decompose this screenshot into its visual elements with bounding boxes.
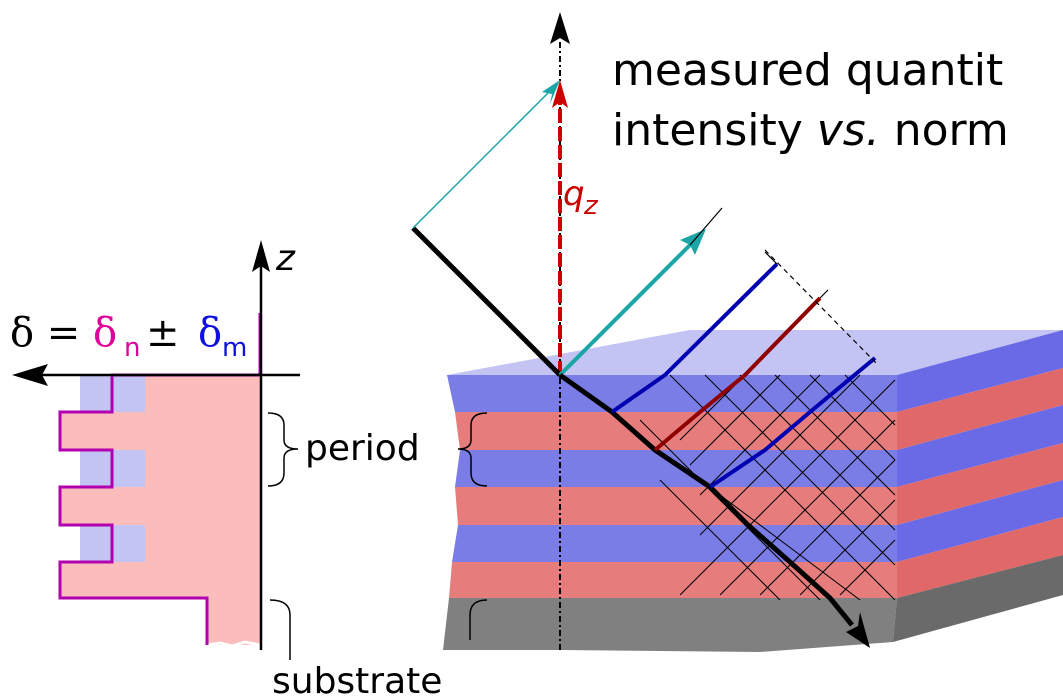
reflection-tip-1 [764, 251, 778, 265]
delta-symbol: δ [10, 310, 34, 356]
substrate-block [443, 598, 897, 652]
delta-m-symbol: δ [198, 310, 222, 356]
z-axis-arrow-icon [252, 240, 270, 272]
substrate-brace-right [469, 599, 488, 640]
side-red-3 [897, 517, 1063, 598]
reflected-extension [689, 207, 723, 246]
period-brace-left [267, 412, 299, 487]
delta-axis-arrow-icon [12, 364, 48, 386]
svg-text:δ = δ: δ = δ [10, 310, 117, 356]
profile-line [58, 313, 262, 645]
beams: q z [411, 12, 879, 650]
side-blue-1 [897, 330, 1063, 412]
qz-subscript: z [583, 191, 599, 221]
delta-n-subscript: n [124, 333, 140, 363]
sample-top-surface [447, 330, 1063, 375]
partial-reflection-3 [708, 356, 877, 489]
substrate-brace-left [269, 599, 291, 660]
pm-sign: ± [146, 310, 180, 356]
equals-sign: = [34, 310, 93, 356]
delta-equation: δ = δ n ± δ m [10, 310, 247, 363]
side-red-1 [897, 368, 1063, 450]
layer-blue-3 [452, 525, 897, 562]
side-red-2 [897, 443, 1063, 525]
scattering-length-profile: z δ = δ n ± δ m [10, 238, 300, 660]
reflection-tip-2 [819, 289, 829, 299]
profile-fill-red [60, 375, 260, 645]
title-line-1: measured quantit [612, 45, 1003, 96]
qz-arrow-icon [552, 80, 568, 108]
incident-beam [411, 226, 562, 377]
construction-arrow-icon [542, 80, 560, 104]
delta-n-symbol: δ [93, 310, 117, 356]
interference-mesh [639, 374, 896, 601]
layer-red-2 [455, 487, 897, 525]
layer-blue-2 [455, 450, 897, 487]
period-brace-right [457, 412, 488, 487]
multilayer-sample [443, 330, 1063, 652]
normal-arrow-icon [550, 12, 570, 44]
title-line-2: intensity vs. norm [612, 105, 1009, 156]
transmitted-arrow-icon [846, 612, 870, 648]
period-label: period [305, 428, 420, 469]
z-axis-label: z [275, 238, 296, 279]
transmitted-beam [558, 372, 854, 627]
partial-reflection-2 [653, 296, 822, 452]
reflected-beam [558, 243, 692, 377]
layer-red-3 [449, 562, 897, 598]
side-blue-3 [897, 480, 1063, 562]
delta-m-subscript: m [222, 333, 247, 363]
wavevector-construction [412, 85, 556, 229]
substrate-label: substrate [272, 661, 442, 700]
side-blue-2 [897, 405, 1063, 487]
partial-reflection-1 [610, 262, 779, 414]
qz-label: q [563, 174, 585, 214]
side-substrate [893, 555, 1063, 642]
profile-ragged-edge [206, 640, 261, 648]
